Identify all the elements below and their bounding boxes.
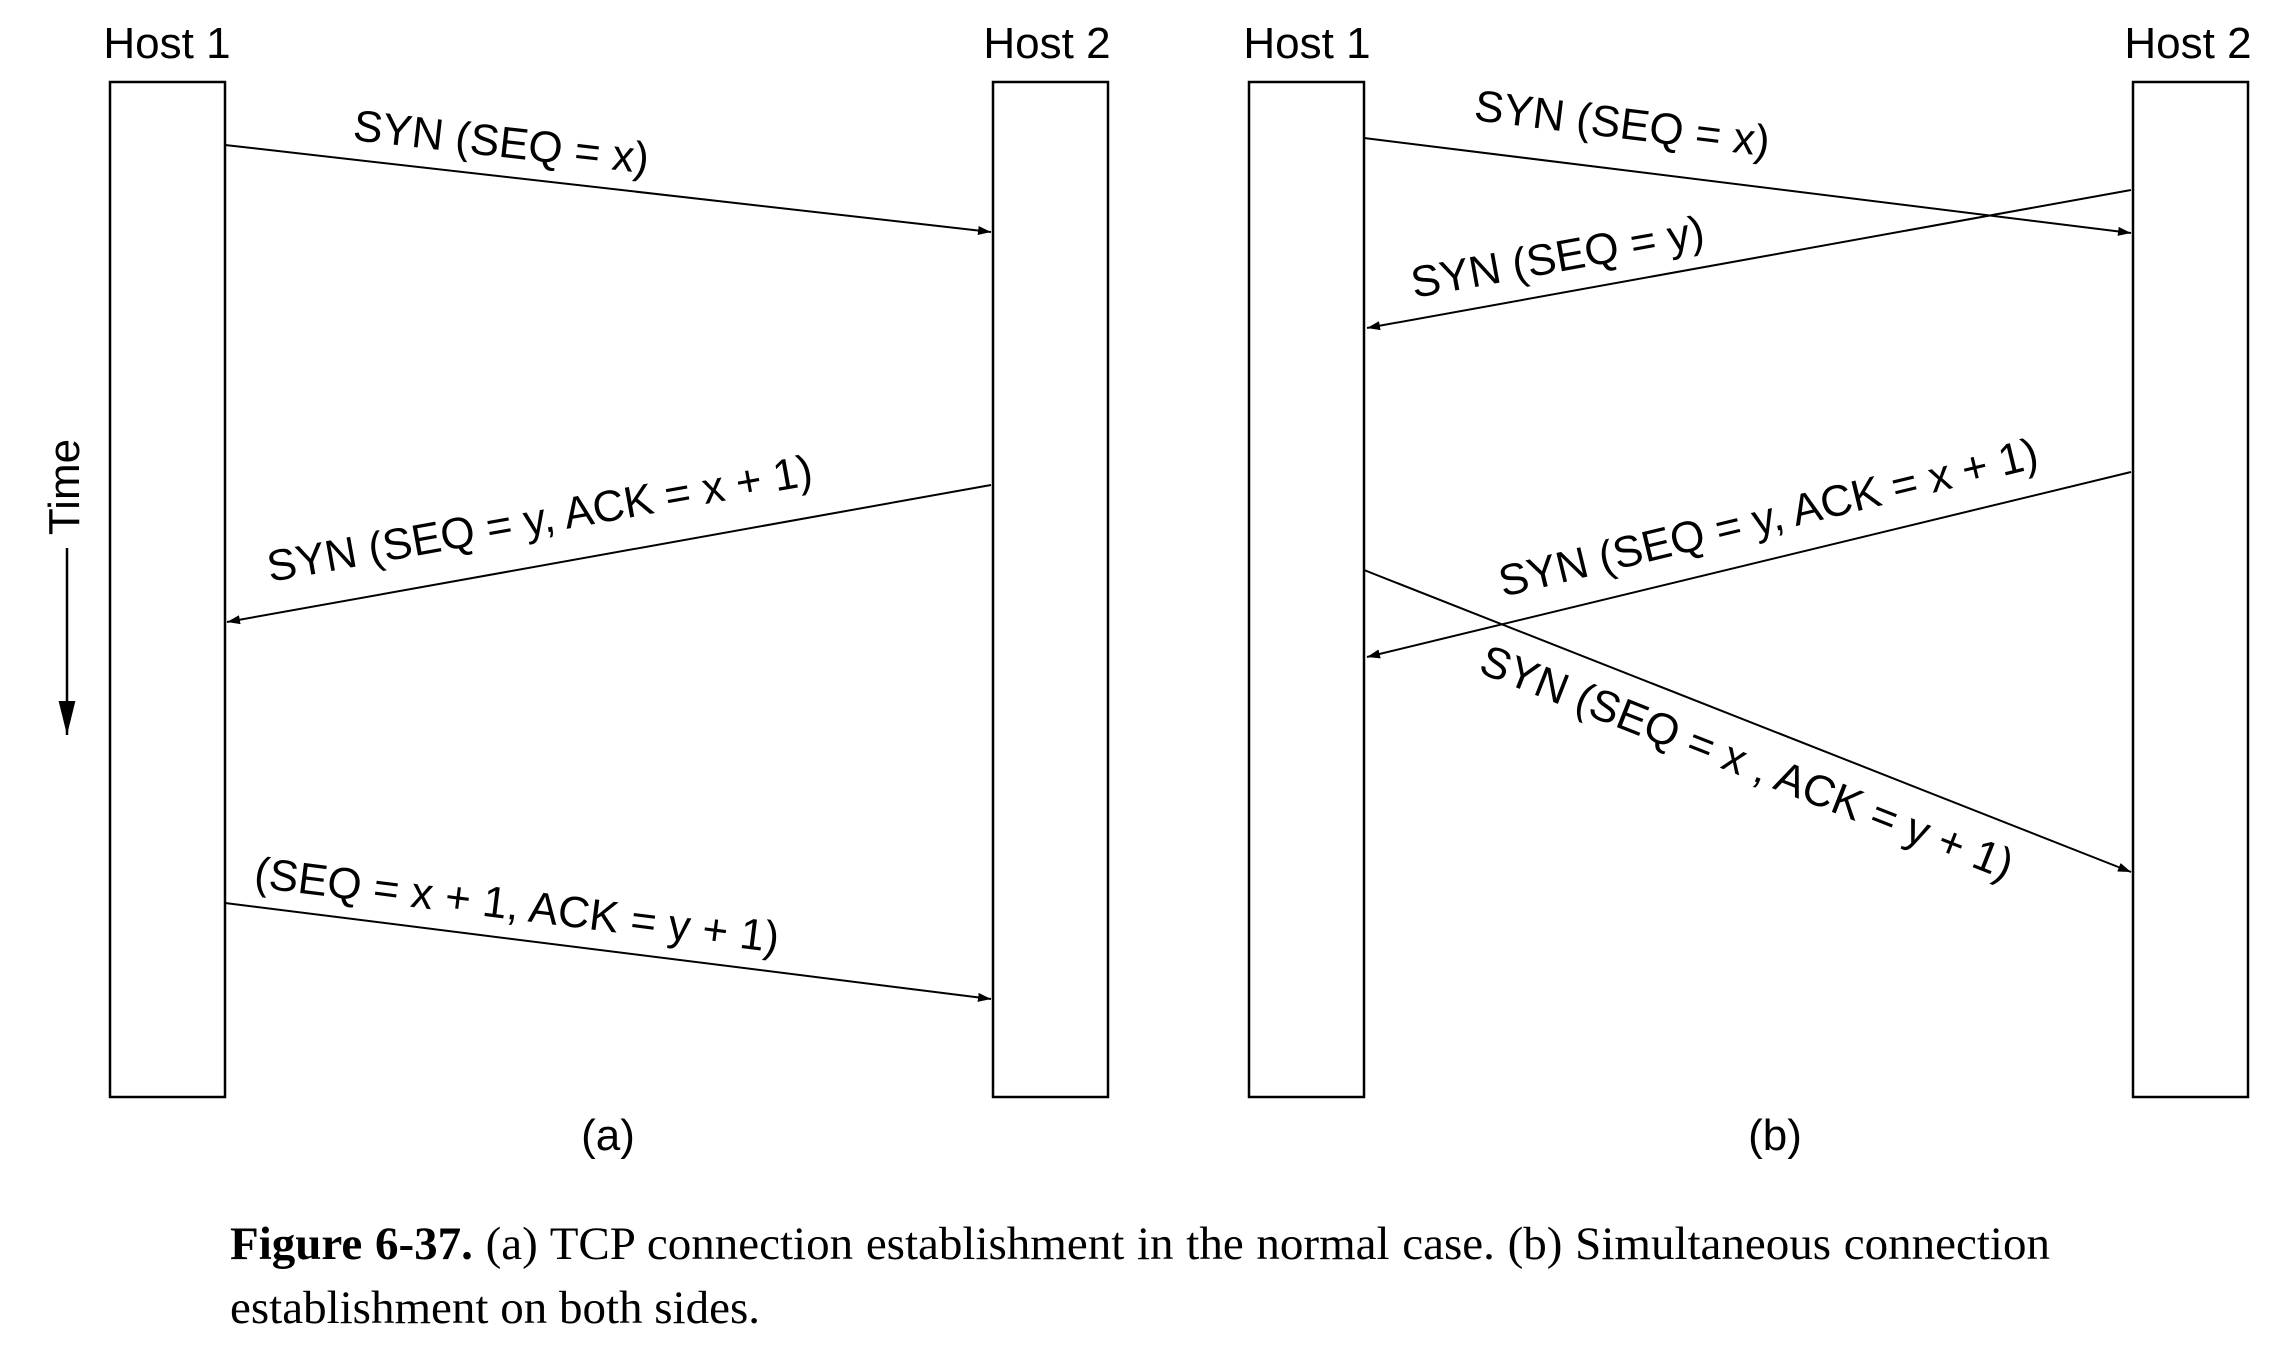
diagram-b-synack-y-arrow <box>1366 471 2132 659</box>
diagram-b-syn-x-arrow <box>1363 137 2132 236</box>
diagram-b-host2-label: Host 2 <box>2124 19 2251 68</box>
diagram-a-host2-timeline <box>991 80 1110 1099</box>
diagram-b-sublabel: (b) <box>1748 1111 1802 1160</box>
diagram-b-syn-x-label: SYN (SEQ = x) <box>1472 81 1773 166</box>
diagram-b-host2-timeline <box>2131 80 2250 1099</box>
diagram-a: Host 1 Host 2 Time SYN (SEQ = x) SYN (SE… <box>40 19 1111 1160</box>
diagram-b-synack-x-label: SYN (SEQ = x , ACK = y + 1) <box>1473 636 2020 890</box>
diagram-a-host2-label: Host 2 <box>983 19 1110 68</box>
diagram-b-synack-x-arrow <box>1363 569 2132 873</box>
diagram-b-syn-y-arrow <box>1366 189 2132 331</box>
diagram-a-syn-label: SYN (SEQ = x) <box>351 101 652 183</box>
diagram-a-host1-timeline <box>108 80 227 1099</box>
diagram-a-ack-label: (SEQ = x + 1, ACK = y + 1) <box>252 848 782 962</box>
diagram-b: Host 1 Host 2 SYN (SEQ = x) SYN (SEQ = y… <box>1243 19 2251 1160</box>
diagram-a-sublabel: (a) <box>581 1111 635 1160</box>
figure-caption: Figure 6-37. (a) TCP connection establis… <box>230 1212 2050 1340</box>
diagram-a-synack-label: SYN (SEQ = y, ACK = x + 1) <box>263 446 816 592</box>
diagram-b-synack-y-label: SYN (SEQ = y, ACK = x + 1) <box>1494 429 2043 607</box>
time-axis-label: Time <box>40 439 89 535</box>
diagram-a-ack-arrow <box>224 902 992 1002</box>
diagram-a-host1-label: Host 1 <box>103 19 230 68</box>
caption-text: (a) TCP connection establishment in the … <box>230 1218 2050 1334</box>
diagram-b-host1-timeline <box>1247 80 1366 1099</box>
diagram-a-synack-arrow <box>226 484 992 625</box>
diagram-b-host1-label: Host 1 <box>1243 19 1370 68</box>
diagram-a-syn-arrow <box>224 144 992 236</box>
figure-number: Figure 6-37. <box>230 1218 473 1270</box>
